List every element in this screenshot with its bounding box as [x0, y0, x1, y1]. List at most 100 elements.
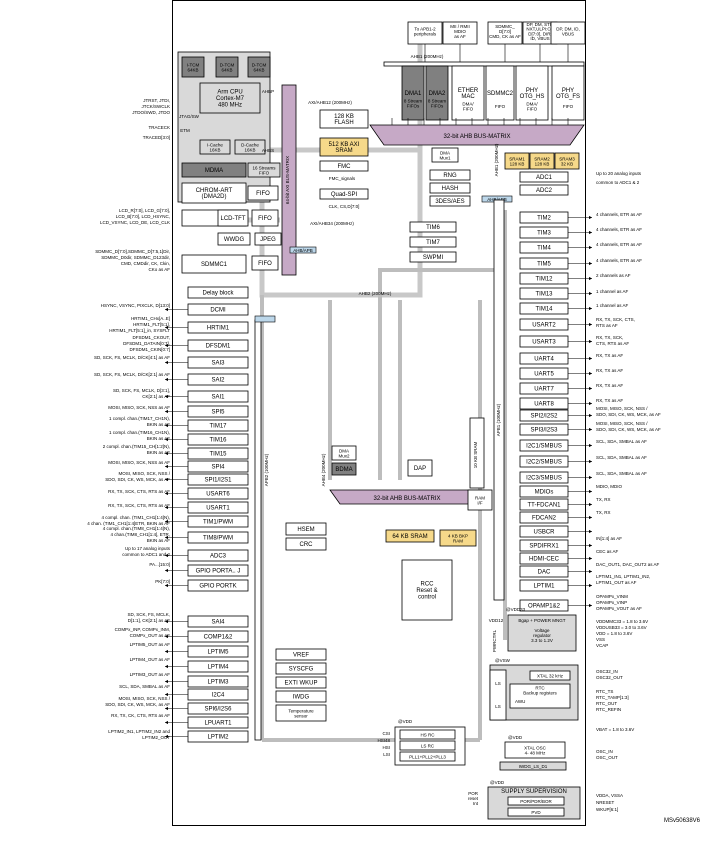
- sdmmc1-label: SDMMC1: [201, 262, 228, 268]
- xtal-32khz: [529, 670, 571, 681]
- left-pin-label: 1 compl. chan.(TIM17_CH1N),: [109, 416, 170, 421]
- left-pin-label: SD, SCK, FS, MCLK, D/CK[4:1] as AF: [94, 355, 170, 360]
- left-pin-label: LPTIM2_OUT: [142, 735, 170, 740]
- periph-sai2-label: SAI2: [211, 378, 225, 384]
- arrow-head: [165, 325, 168, 330]
- top-pin-label: DP, DM, ID,VBUS: [556, 27, 579, 37]
- periph-uart7-label: UART7: [534, 387, 554, 393]
- xtal-osc: [504, 741, 566, 759]
- chromart-fifo-label: FIFO: [256, 191, 270, 197]
- sram-64kb: [385, 529, 435, 543]
- dma-mux1: [431, 147, 459, 163]
- vdd33-label: @VDD33: [506, 607, 526, 612]
- chromart-fifo: [247, 185, 279, 201]
- periph-uart5-label: UART5: [534, 372, 554, 378]
- vdd-label-3: @VDD: [490, 780, 505, 785]
- arrow-head: [589, 502, 592, 507]
- arrow-head: [165, 679, 168, 684]
- arrow-head: [589, 245, 592, 250]
- left-pin-label: DFSDM1_CKIN[0:7]: [129, 347, 170, 352]
- bkp-ram-4kb: [439, 529, 477, 547]
- arrow-head: [165, 343, 168, 348]
- sdmmc2-label: SDMMC2: [487, 91, 514, 97]
- adc2-label: ADC2: [536, 188, 553, 194]
- arrow-head: [589, 401, 592, 406]
- periph-tim12-label: TIM12: [535, 277, 553, 283]
- bdma-label: BDMA: [335, 467, 352, 473]
- sram2: [529, 152, 555, 170]
- right-pin-label: LPTIM1_IN1, LPTIM1_IN2,: [596, 574, 650, 579]
- right-pin-label: MOSI, MISO, SCK, NSS /: [596, 406, 648, 411]
- arrow-head: [165, 377, 168, 382]
- periph-delay: [187, 286, 249, 299]
- right-pin-label: TX, RX: [596, 510, 611, 515]
- arrow-head: [589, 543, 592, 548]
- ahb-apb-label-2: AHB/APB: [487, 197, 507, 202]
- ls-label: LS: [495, 681, 501, 686]
- left-pin-label: common to ADC1 and 2: [122, 552, 170, 557]
- right-pin-label: 2 channels as AF: [596, 273, 631, 278]
- arrow-head: [165, 505, 168, 510]
- right-pin-label: RTC_TS: [596, 689, 613, 694]
- swpmi-label: SWPMI: [423, 255, 444, 261]
- vreg-title: Bgap + POWER MNGT: [518, 618, 565, 623]
- left-pin-label: SCL, SDA, SMBAL as AF: [119, 684, 170, 689]
- apb2-label: APB2 (100MHz): [264, 453, 269, 486]
- right-pin-label: 4 channels, ETR as AF: [596, 242, 642, 247]
- lsi-label: LSI: [383, 752, 390, 757]
- hash-label: HASH: [442, 186, 459, 192]
- left-pin-label: SD, SCK, FS, MCLK, D[3:1],: [113, 388, 170, 393]
- voltage-reg-frame: [507, 614, 577, 652]
- ls-rc: [399, 740, 456, 751]
- xtal-32khz-label: XTAL 32 kHz: [537, 674, 564, 679]
- top-pin-label: SDMMC_D[7:0]CMD, CK as AF: [489, 24, 521, 39]
- cortex-m7-cpu: [199, 82, 261, 114]
- left-pin-label: LPTIM3_OUT as AF: [130, 672, 171, 677]
- periph-i2c3-label: I2C3/SMBUS: [526, 476, 562, 482]
- mdma-label: MDMA: [205, 168, 223, 174]
- ahb-cross: [378, 268, 505, 480]
- right-pin-label: VDDA, VSSA: [596, 793, 623, 798]
- 3des-aes-label: 3DES/AES: [435, 199, 464, 205]
- arrow-head: [165, 692, 168, 697]
- periph-exti: [275, 676, 327, 689]
- ahb-matrix-2-label: 32-bit AHB BUS-MATRIX: [374, 496, 441, 502]
- left-pin-label: MOSI, MISO, SCK, NSS as AF: [108, 460, 170, 465]
- right-pin-label: RX, TX as AF: [596, 383, 623, 388]
- left-pin-label: DFSDM1_DATAIN[0:7],: [123, 341, 170, 346]
- left-pin-label: HSYNC, VSYNC, PIXCLK, D[13:0]: [101, 303, 170, 308]
- dma1: [401, 65, 425, 121]
- left-pin-label: JTCK/SWCLK: [141, 104, 170, 109]
- adc1: [519, 171, 569, 183]
- dma-mux2: [331, 445, 357, 461]
- dtcm-1: [215, 56, 239, 78]
- periph-spi1i2s1-label: SPI1/I2S1: [204, 478, 232, 484]
- pll: [399, 751, 456, 762]
- tim7-label: TIM7: [426, 240, 440, 246]
- fmc: [319, 160, 369, 172]
- left-pin-label: LPTIM5_OUT as AF: [130, 642, 171, 647]
- arrow-head: [589, 386, 592, 391]
- dma2-label: DMA2: [429, 91, 446, 97]
- periph-spi3-label: SPI3/I2S3: [530, 428, 558, 434]
- periph-tim14-label: TIM14: [535, 307, 553, 313]
- right-pin-label: Up to 20 analog inputs: [596, 171, 642, 176]
- right-pin-label: SCL, SDA, SMBAL as AF: [596, 471, 647, 476]
- sram3: [554, 152, 580, 170]
- periph-tim13-label: TIM13: [535, 292, 553, 298]
- left-pin-label: TRACECK: [148, 125, 170, 130]
- left-pin-label: JTDO/SWD, JTDO: [132, 110, 170, 115]
- axi-ahb34-label: AXI/AHB34 (200MHz): [310, 221, 354, 226]
- periph-spdif-label: SPDIFRX1: [529, 544, 559, 550]
- ahb1-bar: [383, 61, 585, 67]
- periph-spi4-label: SPI4: [211, 465, 225, 471]
- periph-gpiok-label: GPIO PORTK: [199, 584, 236, 590]
